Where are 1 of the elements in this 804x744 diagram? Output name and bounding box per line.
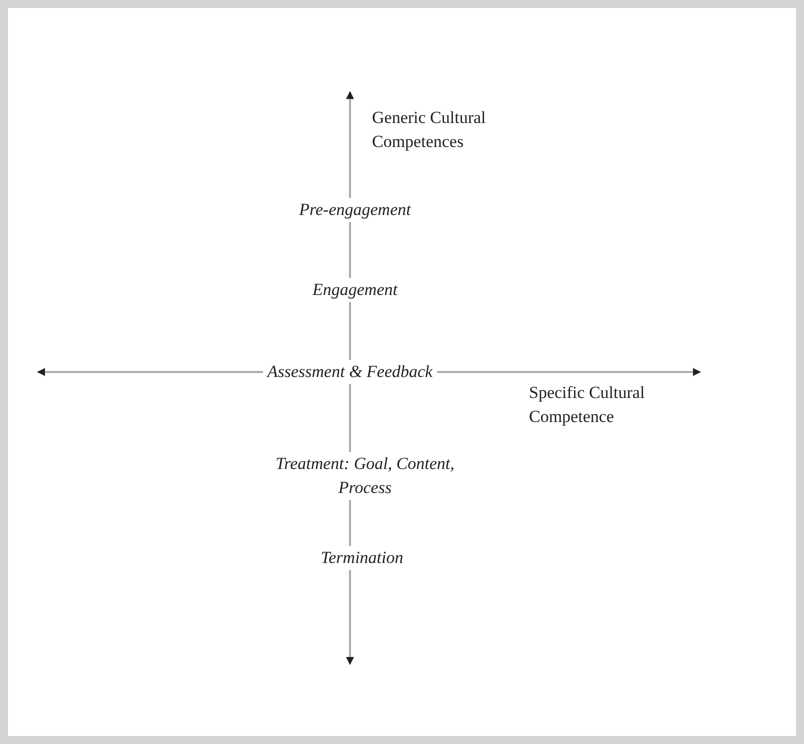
stage-label: Assessment & Feedback	[263, 360, 437, 384]
